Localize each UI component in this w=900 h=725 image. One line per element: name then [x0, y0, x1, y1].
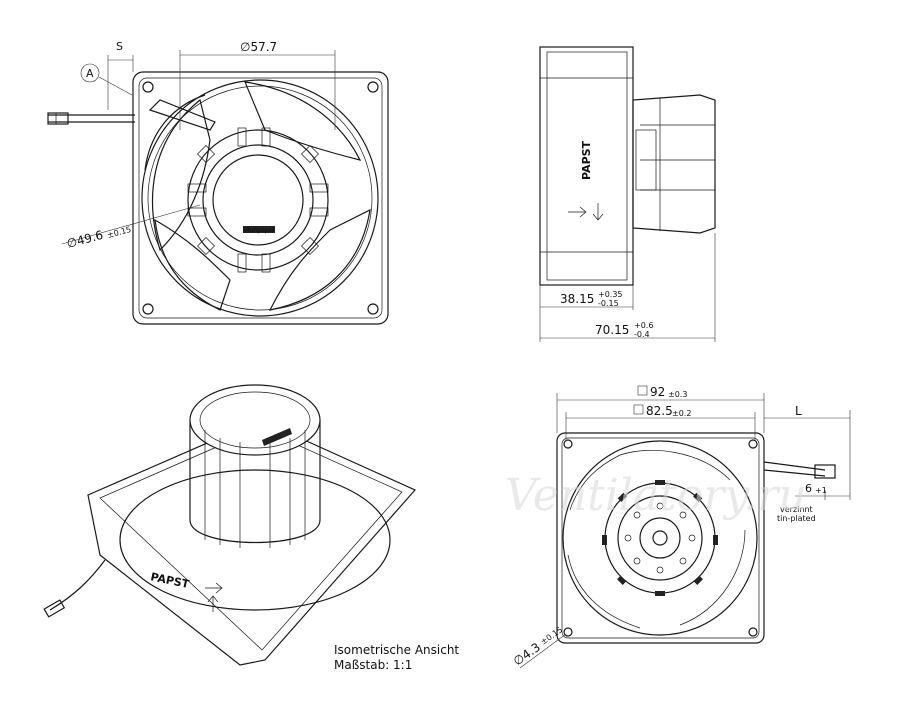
- iso-motor-top: [189, 384, 321, 456]
- dim-lead: L: [795, 404, 802, 418]
- watermark: Ventilatory.ru: [505, 470, 807, 521]
- dim-square-inner-tol: ±0.2: [672, 409, 691, 418]
- rear-view: 92 ±0.3 82.5 ±0.2 L 6 +1 verzinnt tin-pl…: [511, 385, 851, 668]
- note-en: tin-plated: [777, 514, 816, 523]
- hub-label: ebmpapst: [244, 227, 275, 234]
- iso-motor: [189, 420, 321, 544]
- front-frame: [132, 71, 389, 325]
- mount-hole: [142, 81, 154, 93]
- side-brand: PAPST: [580, 140, 593, 180]
- mount-hole: [748, 439, 758, 449]
- rear-frame: [556, 432, 765, 644]
- dim-housing-tol-upper: +0.35: [598, 290, 623, 299]
- dim-strip-tol: +1: [815, 486, 827, 495]
- dim-total-tol-upper: +0.6: [634, 321, 653, 330]
- iso-caption-line1: Isometrische Ansicht: [334, 643, 459, 657]
- dim-square-outer-tol: ±0.3: [668, 390, 687, 399]
- mount-hole: [142, 303, 154, 315]
- front-hub: [187, 129, 329, 271]
- mount-hole: [367, 303, 379, 315]
- hub-label-plate: [243, 226, 275, 233]
- dim-square-inner: 82.5: [646, 404, 673, 418]
- side-view: PAPST 38.15 +0.35 -0.15 70.15 +0.6 -0.4: [539, 46, 716, 342]
- side-motor: [632, 94, 716, 234]
- dim-housing-tol-lower: -0.15: [598, 299, 619, 308]
- note-de: verzinnt: [780, 505, 813, 514]
- dim-hole-tol: ±0.15: [539, 625, 564, 646]
- dim-s-label: S: [116, 40, 123, 53]
- front-venturi: [141, 79, 379, 317]
- dim-hole: ∅4.3: [511, 640, 543, 668]
- dim-total-tol-lower: -0.4: [634, 330, 650, 339]
- mount-hole: [563, 439, 573, 449]
- dim-total-depth: 70.15: [595, 323, 629, 337]
- dim-strip: 6: [805, 482, 812, 495]
- dim-housing-depth: 38.15: [560, 292, 594, 306]
- ref-marker-circle: [80, 63, 100, 83]
- mount-hole: [748, 627, 758, 637]
- rear-venturi: [562, 440, 758, 636]
- ref-marker-label: A: [86, 67, 94, 80]
- front-view: S ∅57.7 A ∅49.6 ±0.15 ebmpapst: [47, 40, 389, 325]
- dim-outer-diameter: ∅57.7: [240, 40, 277, 54]
- iso-caption-line2: Maßstab: 1:1: [334, 658, 412, 672]
- dim-square-outer: 92: [650, 385, 665, 399]
- iso-view: PAPST Isometrische Ansicht Maßstab: 1:1: [43, 384, 459, 672]
- dim-inner-diameter: ∅49.6: [65, 228, 105, 251]
- mount-hole: [367, 81, 379, 93]
- dim-inner-tol: ±0.15: [106, 225, 132, 240]
- mount-hole: [563, 627, 573, 637]
